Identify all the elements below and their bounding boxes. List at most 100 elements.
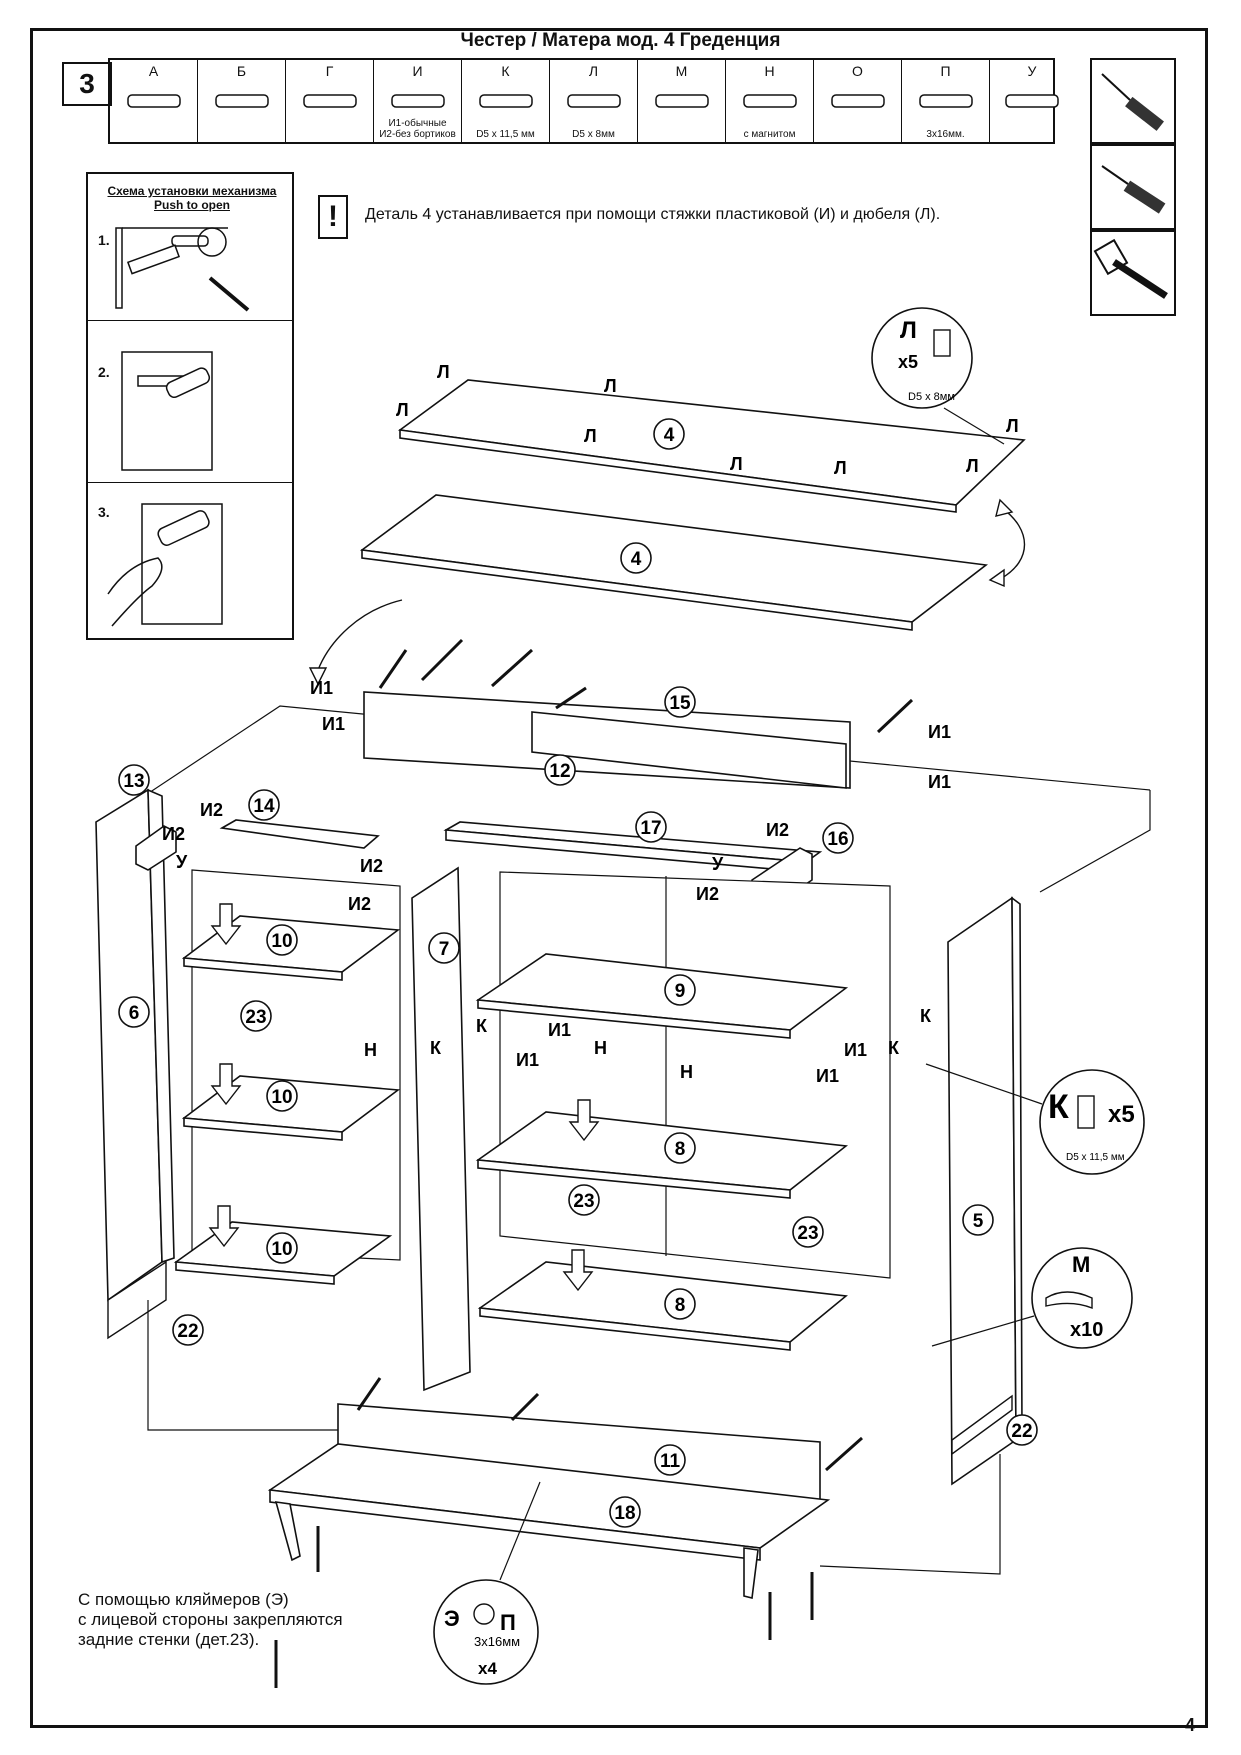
panel-number: 18 bbox=[614, 1503, 635, 1524]
panel-number-circle bbox=[664, 686, 696, 718]
hardware-label: И1 bbox=[310, 678, 333, 698]
part-letter: Б bbox=[236, 63, 247, 79]
hardware-label: И1 bbox=[928, 772, 951, 792]
panel-number: 22 bbox=[177, 1321, 198, 1342]
part-letter: О bbox=[852, 63, 863, 79]
hardware-label: К bbox=[920, 1006, 932, 1026]
step-number: 3 bbox=[62, 62, 112, 106]
panel-number-circle bbox=[653, 418, 685, 450]
screwdriver-flat-icon bbox=[1090, 144, 1176, 230]
panel-number-circle bbox=[240, 1000, 272, 1032]
callout-k-count: x5 bbox=[1108, 1101, 1135, 1128]
panel-number: 7 bbox=[439, 939, 450, 960]
hardware-label: Н bbox=[680, 1062, 693, 1082]
hardware-label: И2 bbox=[200, 800, 223, 820]
panel-number: 22 bbox=[1011, 1421, 1032, 1442]
bottom-note: С помощью кляймеров (Э) с лицевой сторон… bbox=[78, 1590, 343, 1649]
panel-number: 17 bbox=[640, 818, 661, 839]
panel-number-circle bbox=[266, 924, 298, 956]
hardware-label: И2 bbox=[348, 894, 371, 914]
panel-number-circle bbox=[118, 764, 150, 796]
panel-number-circle bbox=[664, 1132, 696, 1164]
part-letter: Л bbox=[588, 63, 599, 79]
panel-number-circle bbox=[266, 1080, 298, 1112]
panel-number: 11 bbox=[660, 1451, 681, 1472]
part-cell: Г bbox=[286, 60, 374, 142]
hardware-label: И1 bbox=[816, 1066, 839, 1086]
hardware-label: И1 bbox=[548, 1020, 571, 1040]
part-note: D5 x 11,5 мм bbox=[476, 129, 535, 140]
callout-l-size: D5 x 8мм bbox=[908, 391, 955, 403]
hardware-label: Л bbox=[730, 454, 743, 474]
part-cell: О bbox=[814, 60, 902, 142]
panel-number-circle bbox=[664, 974, 696, 1006]
hardware-label: Л bbox=[1006, 416, 1019, 436]
hardware-label: Л bbox=[966, 456, 979, 476]
hardware-label: Л bbox=[437, 362, 450, 382]
panel-number-circle bbox=[1006, 1414, 1038, 1446]
callout-e-letter: Э bbox=[444, 1606, 460, 1631]
hardware-label: К bbox=[430, 1038, 442, 1058]
callout-k-size: D5 x 11,5 мм bbox=[1066, 1152, 1125, 1163]
part-icon bbox=[390, 94, 445, 108]
hardware-label: И1 bbox=[322, 714, 345, 734]
panel-number: 10 bbox=[271, 931, 292, 952]
callout-p-size: 3x16мм bbox=[474, 1634, 520, 1649]
part-icon bbox=[1005, 94, 1059, 108]
part-icon bbox=[566, 94, 621, 108]
panel-number: 14 bbox=[253, 796, 275, 817]
panel-number-circle bbox=[654, 1444, 686, 1476]
part-letter: Н bbox=[764, 63, 775, 79]
hardware-label: И1 bbox=[516, 1050, 539, 1070]
part-note: с магнитом bbox=[743, 129, 796, 140]
panel-number-circle bbox=[664, 1288, 696, 1320]
panel-number: 13 bbox=[123, 771, 144, 792]
part-note: D5 x 8мм bbox=[572, 129, 615, 140]
part-note: 3x16мм. bbox=[926, 129, 965, 140]
hardware-label: Н bbox=[364, 1040, 377, 1060]
part-letter: У bbox=[1027, 63, 1037, 79]
panel-number-circle bbox=[428, 932, 460, 964]
part-icon bbox=[478, 94, 533, 108]
part-letter: И bbox=[412, 63, 423, 79]
panel-number-circle bbox=[609, 1496, 641, 1528]
panel-number: 8 bbox=[675, 1295, 686, 1316]
panel-number-circle bbox=[620, 542, 652, 574]
hardware-label: Л bbox=[834, 458, 847, 478]
part-cell: М bbox=[638, 60, 726, 142]
panel-number-circle bbox=[172, 1314, 204, 1346]
hardware-label: У bbox=[176, 852, 188, 872]
part-icon bbox=[214, 94, 269, 108]
part-icon bbox=[654, 94, 709, 108]
hardware-label: И2 bbox=[696, 884, 719, 904]
scheme-step-1: 1. bbox=[98, 232, 110, 248]
panel-number: 23 bbox=[573, 1191, 594, 1212]
screwdriver-cross-icon bbox=[1090, 58, 1176, 144]
callout-l-count: x5 bbox=[898, 352, 918, 372]
part-icon bbox=[830, 94, 885, 108]
part-cell: Л D5 x 8мм bbox=[550, 60, 638, 142]
part-icon bbox=[918, 94, 973, 108]
callout-p-letter: П bbox=[500, 1610, 516, 1635]
panel-number: 16 bbox=[827, 829, 848, 850]
hardware-label: И2 bbox=[162, 824, 185, 844]
part-letter: М bbox=[675, 63, 688, 79]
part-icon bbox=[126, 94, 181, 108]
part-note: И1-обычные И2-без бортиков bbox=[379, 118, 456, 140]
panel-number: 23 bbox=[797, 1223, 818, 1244]
panel-number: 10 bbox=[271, 1087, 292, 1108]
assembly-note: Деталь 4 устанавливается при помощи стяж… bbox=[365, 206, 941, 223]
panel-number-circle bbox=[568, 1184, 600, 1216]
panel-number-circle bbox=[962, 1204, 994, 1236]
hardware-label: И1 bbox=[844, 1040, 867, 1060]
panel-number: 23 bbox=[245, 1007, 266, 1028]
callout-m-letter: М bbox=[1072, 1252, 1090, 1277]
scheme-step-3: 3. bbox=[98, 504, 110, 520]
panel-number: 12 bbox=[549, 761, 570, 782]
callout-k-letter: К bbox=[1048, 1088, 1069, 1126]
hardware-label: И2 bbox=[360, 856, 383, 876]
